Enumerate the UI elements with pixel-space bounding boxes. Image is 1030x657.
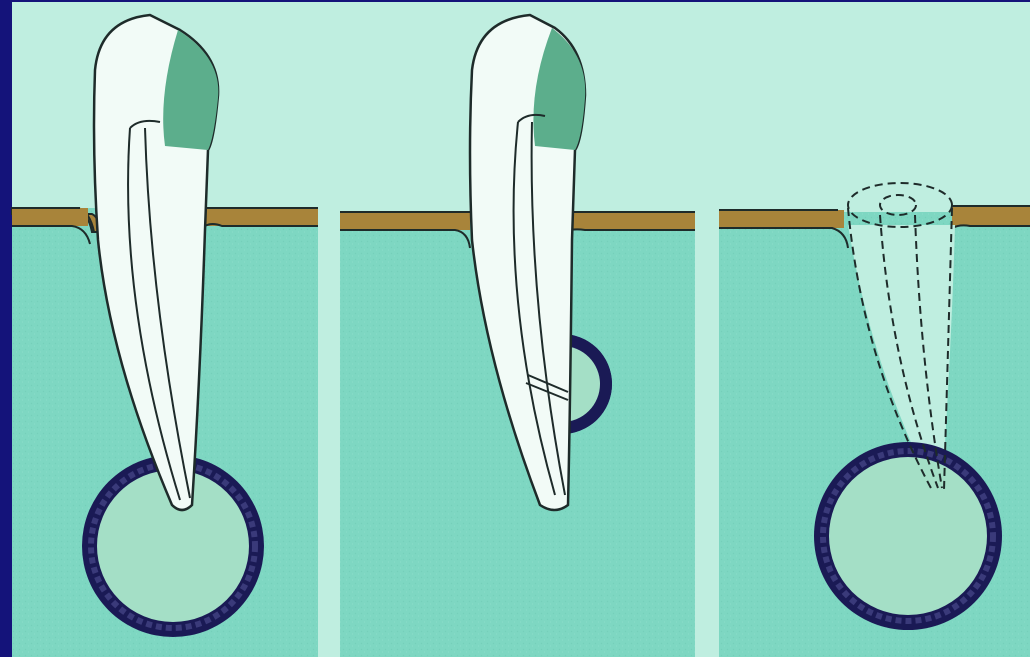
panel-divider (695, 200, 719, 657)
panel-divider (318, 200, 340, 657)
panel-3 (719, 183, 1030, 657)
cyst-lumen (829, 457, 987, 615)
